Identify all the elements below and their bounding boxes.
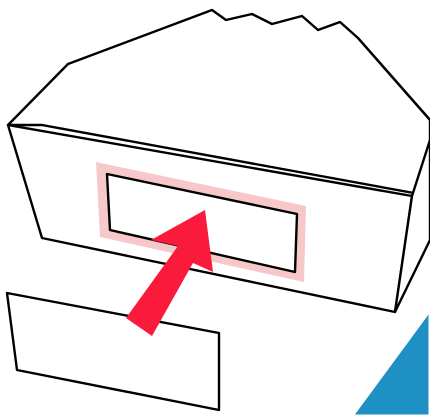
corner-accent [350, 307, 430, 416]
device-top-face [6, 8, 430, 198]
card [5, 291, 221, 412]
device-right-edge [357, 37, 430, 121]
device [6, 8, 430, 314]
arrow-icon [126, 210, 213, 336]
device-side-face [393, 138, 430, 314]
